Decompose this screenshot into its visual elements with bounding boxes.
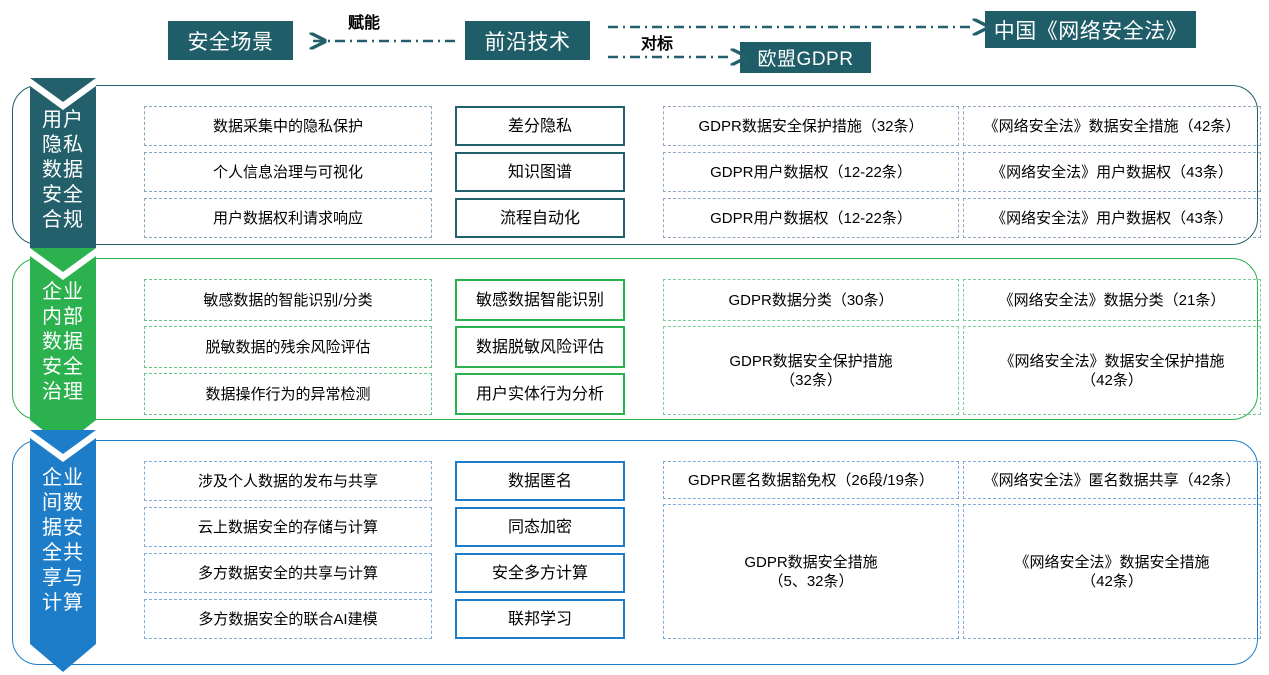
chevron-down-icon xyxy=(30,248,96,446)
band-arrow-user-privacy: 用户 隐私 数据 安全 合规 xyxy=(30,78,96,273)
technology-cell: 联邦学习 xyxy=(455,599,625,639)
technology-cell: 流程自动化 xyxy=(455,198,625,238)
technology-cell: 同态加密 xyxy=(455,507,625,547)
gdpr-clause-cell: GDPR用户数据权（12-22条） xyxy=(663,152,959,192)
header-box-china-cybersecurity-law: 中国《网络安全法》 xyxy=(985,11,1196,48)
header-box-frontier-technology: 前沿技术 xyxy=(465,21,590,60)
band-arrow-internal-governance: 企业 内部 数据 安全 治理 xyxy=(30,248,96,446)
technology-cell: 用户实体行为分析 xyxy=(455,373,625,415)
gdpr-clause-cell: GDPR数据分类（30条） xyxy=(663,279,959,321)
china-law-clause-cell: 《网络安全法》数据分类（21条） xyxy=(963,279,1261,321)
gdpr-clause-cell: GDPR数据安全措施 （5、32条） xyxy=(663,504,959,639)
arrow-label-enable: 赋能 xyxy=(348,15,381,32)
china-law-clause-cell: 《网络安全法》数据安全措施 （42条） xyxy=(963,504,1261,639)
china-law-clause-cell: 《网络安全法》用户数据权（43条） xyxy=(963,198,1261,238)
scenario-cell: 数据采集中的隐私保护 xyxy=(144,106,432,146)
scenario-cell: 敏感数据的智能识别/分类 xyxy=(144,279,432,321)
gdpr-clause-cell: GDPR匿名数据豁免权（26段/19条） xyxy=(663,461,959,499)
gdpr-clause-cell: GDPR数据安全保护措施（32条） xyxy=(663,106,959,146)
band-label: 企业 间数 据安 全共 享与 计算 xyxy=(42,467,84,614)
technology-cell: 敏感数据智能识别 xyxy=(455,279,625,321)
china-law-clause-cell: 《网络安全法》数据安全措施（42条） xyxy=(963,106,1261,146)
section-inter-enterprise-sharing: 涉及个人数据的发布与共享 云上数据安全的存储与计算 多方数据安全的共享与计算 多… xyxy=(12,440,1261,665)
scenario-cell: 云上数据安全的存储与计算 xyxy=(144,507,432,547)
band-label: 企业 内部 数据 安全 治理 xyxy=(42,281,84,403)
technology-cell: 数据脱敏风险评估 xyxy=(455,326,625,368)
band-arrow-inter-enterprise-sharing: 企业 间数 据安 全共 享与 计算 xyxy=(30,430,96,672)
chevron-down-icon xyxy=(30,430,96,672)
chevron-down-icon xyxy=(30,78,96,273)
scenario-cell: 数据操作行为的异常检测 xyxy=(144,373,432,415)
section-internal-governance: 敏感数据的智能识别/分类 脱敏数据的残余风险评估 数据操作行为的异常检测 敏感数… xyxy=(12,258,1261,420)
technology-cell: 知识图谱 xyxy=(455,152,625,192)
section-user-privacy: 数据采集中的隐私保护 个人信息治理与可视化 用户数据权利请求响应 差分隐私 知识… xyxy=(12,85,1261,245)
header-box-security-scenario: 安全场景 xyxy=(168,21,293,60)
scenario-cell: 涉及个人数据的发布与共享 xyxy=(144,461,432,501)
china-law-clause-cell: 《网络安全法》匿名数据共享（42条） xyxy=(963,461,1261,499)
scenario-cell: 用户数据权利请求响应 xyxy=(144,198,432,238)
technology-cell: 数据匿名 xyxy=(455,461,625,501)
scenario-cell: 多方数据安全的联合AI建模 xyxy=(144,599,432,639)
scenario-cell: 多方数据安全的共享与计算 xyxy=(144,553,432,593)
technology-cell: 差分隐私 xyxy=(455,106,625,146)
gdpr-clause-cell: GDPR用户数据权（12-22条） xyxy=(663,198,959,238)
band-label: 用户 隐私 数据 安全 合规 xyxy=(42,109,84,231)
scenario-cell: 脱敏数据的残余风险评估 xyxy=(144,326,432,368)
arrow-label-benchmark: 对标 xyxy=(641,36,674,53)
scenario-cell: 个人信息治理与可视化 xyxy=(144,152,432,192)
china-law-clause-cell: 《网络安全法》数据安全保护措施 （42条） xyxy=(963,326,1261,415)
china-law-clause-cell: 《网络安全法》用户数据权（43条） xyxy=(963,152,1261,192)
gdpr-clause-cell: GDPR数据安全保护措施 （32条） xyxy=(663,326,959,415)
header-box-eu-gdpr: 欧盟GDPR xyxy=(740,42,871,73)
technology-cell: 安全多方计算 xyxy=(455,553,625,593)
